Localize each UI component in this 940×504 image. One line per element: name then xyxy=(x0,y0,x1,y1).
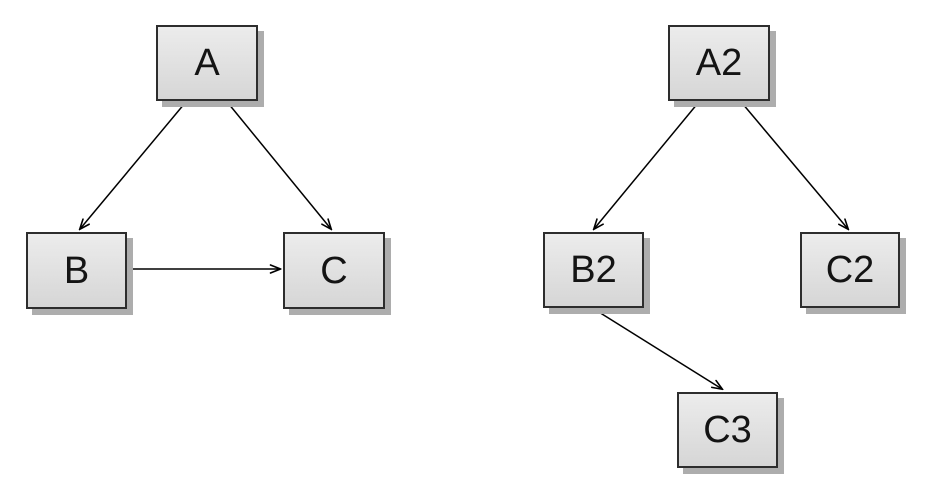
node-label-C3: C3 xyxy=(703,409,752,451)
node-label-B2: B2 xyxy=(570,249,617,291)
edge-A2-C2 xyxy=(741,102,848,229)
node-C2: C2 xyxy=(800,232,900,308)
node-label-C: C xyxy=(320,249,348,292)
node-C3: C3 xyxy=(677,392,778,468)
edge-A-C xyxy=(227,102,331,229)
node-A2: A2 xyxy=(668,25,770,101)
node-label-A2: A2 xyxy=(695,42,743,84)
node-B2: B2 xyxy=(543,232,644,308)
node-label-B: B xyxy=(63,249,90,292)
node-label-A: A xyxy=(194,42,220,84)
node-label-C2: C2 xyxy=(825,249,875,291)
edge-B2-C3 xyxy=(593,308,722,389)
node-A: A xyxy=(156,25,258,101)
edge-A2-B2 xyxy=(594,102,699,229)
edge-A-B xyxy=(80,102,186,229)
node-B: B xyxy=(26,232,127,309)
node-C: C xyxy=(283,232,385,309)
